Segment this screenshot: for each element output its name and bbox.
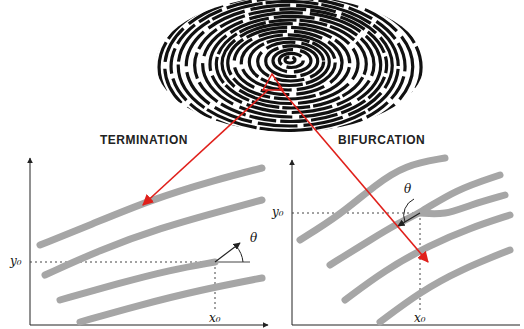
axis [292,160,293,325]
guide-line [292,213,420,214]
ridge-line [222,24,358,104]
coordinate-label: x₀ [209,312,221,324]
ridge-line [279,53,303,67]
red-callouts [143,74,428,262]
panel-heading: TERMINATION [100,134,188,146]
ridge-line [178,2,398,131]
angle-label: θ [404,183,411,195]
angle-label: θ [250,232,257,244]
ridge-line [241,35,335,90]
leader-arrow [143,90,268,205]
coordinate-label: y₀ [10,255,22,267]
ridge-stroke [300,158,445,240]
ridge-line [249,39,329,86]
ridge-line [234,31,342,94]
ridge-line [147,0,437,153]
ridge-line [153,0,429,149]
ridge-sketch [40,158,510,322]
angle-arc [236,246,243,262]
ridge-line [266,46,318,77]
ridge-line [285,57,295,63]
coordinate-label: x₀ [414,312,426,324]
guide-line [30,262,215,263]
ridge-stroke [45,200,262,275]
direction-arrow [398,213,420,226]
ridge-stroke [380,250,510,322]
ridge-line [210,16,374,112]
panel-heading: BIFURCATION [338,134,425,146]
ridge-line [165,0,413,140]
angle-arc [404,199,414,222]
ridge-line [186,5,392,126]
axis [292,325,520,326]
axis [30,325,268,326]
ridge-line [159,0,421,144]
ridge-line [228,27,350,99]
ridge-line [195,9,387,122]
coordinate-label: y₀ [272,206,284,218]
leader-arrow [278,86,428,262]
ridge-stroke [80,278,262,322]
axis [30,158,31,325]
ridge-line [171,0,405,135]
angle-base [215,262,250,263]
ridge-line [273,50,311,72]
minutia-panels [30,158,520,325]
ridge-stroke [420,195,505,214]
ridge-line [258,42,324,81]
ridge-line [216,20,366,108]
